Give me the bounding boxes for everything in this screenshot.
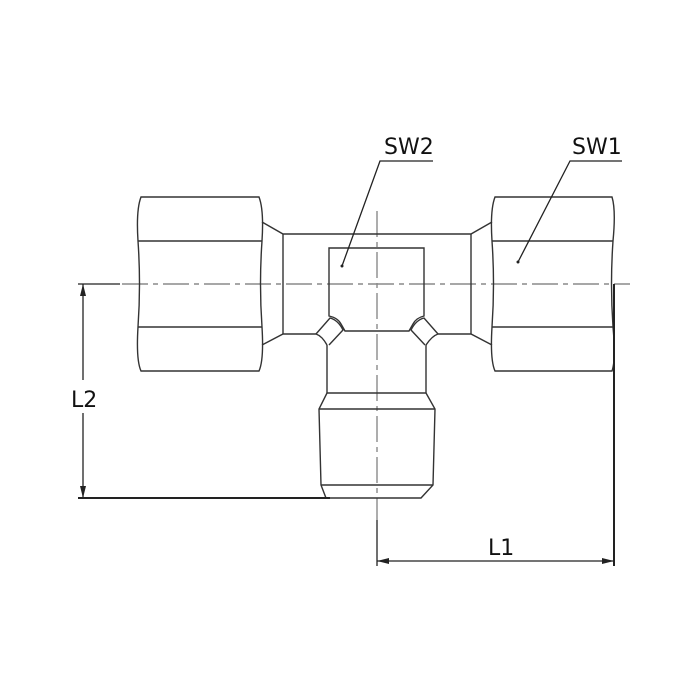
l2-dimension [78, 283, 330, 499]
left-hex-nut [136, 196, 264, 372]
l2-label: L2 [71, 388, 97, 413]
l1-dimension [376, 284, 615, 566]
sw1-label: SW1 [572, 135, 622, 160]
right-hex-nut [490, 196, 615, 372]
tee-body [261, 221, 493, 499]
l1-label: L1 [488, 536, 514, 561]
sw1-leader [516, 160, 622, 264]
sw2-label: SW2 [384, 135, 434, 160]
sw2-leader [340, 160, 433, 268]
